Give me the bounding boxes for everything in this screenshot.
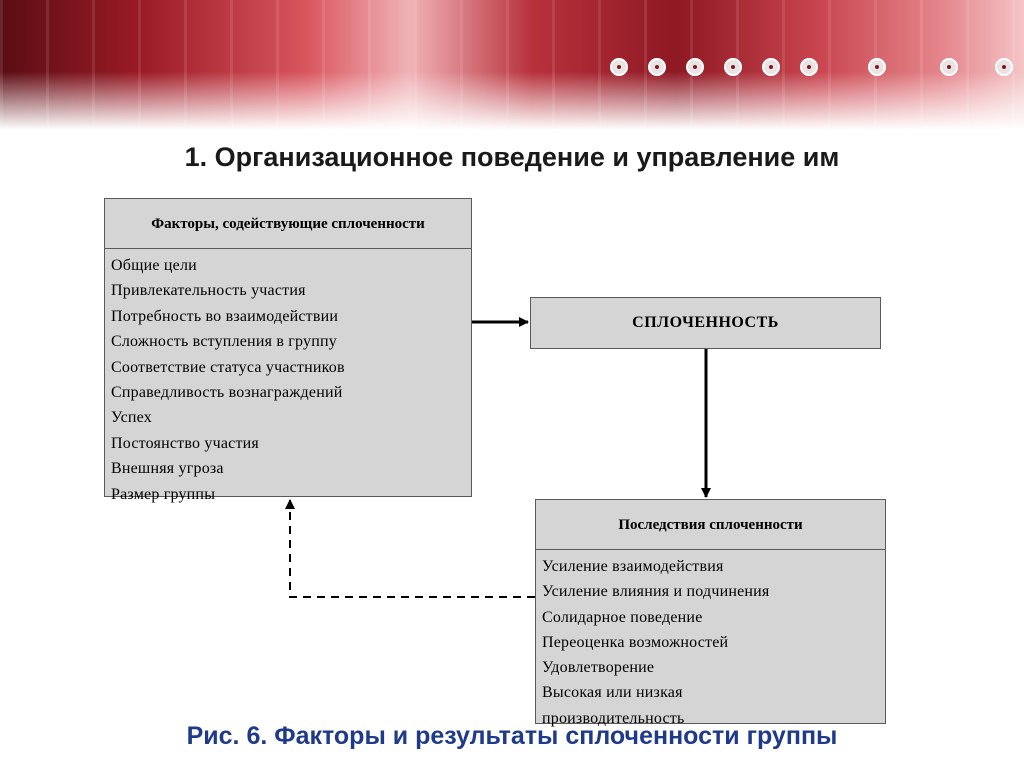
- hazard-icon: [995, 58, 1013, 76]
- hazard-icon: [868, 58, 886, 76]
- list-item: Общие цели: [111, 257, 197, 274]
- figure-caption: Рис. 6. Факторы и результаты сплоченност…: [186, 722, 838, 750]
- list-item: Усиление взаимодействия: [542, 558, 724, 575]
- slide-title: 1. Организационное поведение и управлени…: [184, 142, 840, 172]
- list-item: Высокая или низкая: [542, 684, 683, 702]
- list-item: Размер группы: [111, 485, 216, 503]
- list-item: Успех: [111, 409, 152, 427]
- factors-box: Факторы, содействующие сплоченности Общи…: [104, 198, 472, 503]
- hazard-icon: [610, 58, 628, 76]
- hazard-icon: [648, 58, 666, 76]
- list-item: Внешняя угроза: [111, 460, 224, 478]
- hazard-icon: [724, 58, 742, 76]
- list-item: Соответствие статуса участников: [111, 358, 345, 376]
- list-item: Усиление влияния и подчинения: [542, 583, 770, 601]
- list-item: Удовлетворение: [542, 659, 655, 677]
- factors-title: Факторы, содействующие сплоченности: [105, 199, 471, 249]
- list-item: Справедливость вознаграждений: [111, 384, 343, 402]
- factors-list: Общие цели Привлекательность участия Пот…: [105, 249, 471, 507]
- consequences-title: Последствия сплоченности: [536, 500, 885, 550]
- hazard-icon: [762, 58, 780, 76]
- list-item: Переоценка возможностей: [542, 633, 729, 651]
- list-item: Сложность вступления в группу: [111, 333, 337, 351]
- list-item: Постоянство участия: [111, 434, 259, 452]
- hazard-icon: [686, 58, 704, 76]
- consequences-box: Последствия сплоченности Усиление взаимо…: [535, 499, 886, 727]
- feedback-dashed-arrow: [285, 499, 535, 598]
- consequences-list: Усиление взаимодействия Усиление влияния…: [536, 550, 885, 731]
- list-item: Потребность во взаимодействии: [111, 307, 339, 325]
- cohesion-box: СПЛОЧЕННОСТЬ: [530, 297, 881, 349]
- decorative-banner: [0, 0, 1024, 130]
- list-item: Привлекательность участия: [111, 282, 306, 300]
- hazard-icon: [800, 58, 818, 76]
- list-item: Солидарное поведение: [542, 608, 703, 626]
- hazard-icon: [940, 58, 958, 76]
- list-item: производительность: [542, 709, 685, 727]
